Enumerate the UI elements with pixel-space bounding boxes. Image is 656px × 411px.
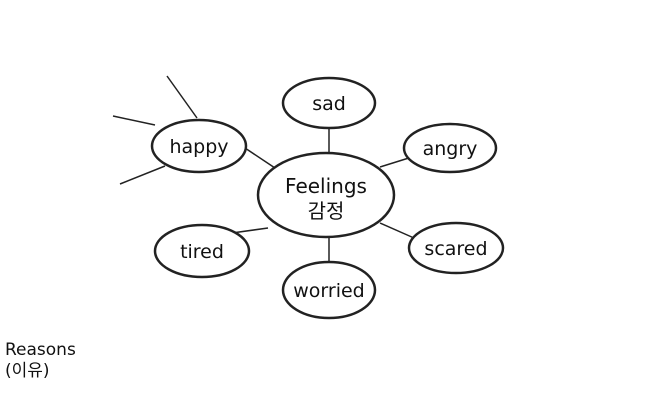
happy-branch-1 xyxy=(166,75,198,119)
node-sad xyxy=(281,76,377,130)
reasons-heading: Reasons (이유) xyxy=(5,340,76,382)
center-node xyxy=(256,151,396,239)
label-angry: angry xyxy=(423,138,478,160)
center-label-en: Feelings xyxy=(285,174,367,198)
reasons-subtitle: (이유) xyxy=(5,361,50,381)
node-tired xyxy=(153,223,251,279)
label-worried: worried xyxy=(293,280,364,302)
connector-tired xyxy=(231,227,269,234)
happy-branch-3 xyxy=(119,165,166,185)
happy-branch-2 xyxy=(112,115,156,126)
label-scared: scared xyxy=(424,238,487,260)
node-scared xyxy=(407,221,505,275)
node-happy xyxy=(150,118,248,174)
center-label-ko: 감정 xyxy=(308,199,345,223)
connector-angry xyxy=(379,156,413,168)
label-tired: tired xyxy=(180,241,224,263)
label-happy: happy xyxy=(169,136,228,158)
node-worried xyxy=(281,260,377,320)
label-sad: sad xyxy=(312,93,346,115)
node-angry xyxy=(402,122,498,174)
reasons-title: Reasons xyxy=(5,340,76,360)
connector-happy xyxy=(244,147,279,171)
connector-scared xyxy=(379,222,415,239)
